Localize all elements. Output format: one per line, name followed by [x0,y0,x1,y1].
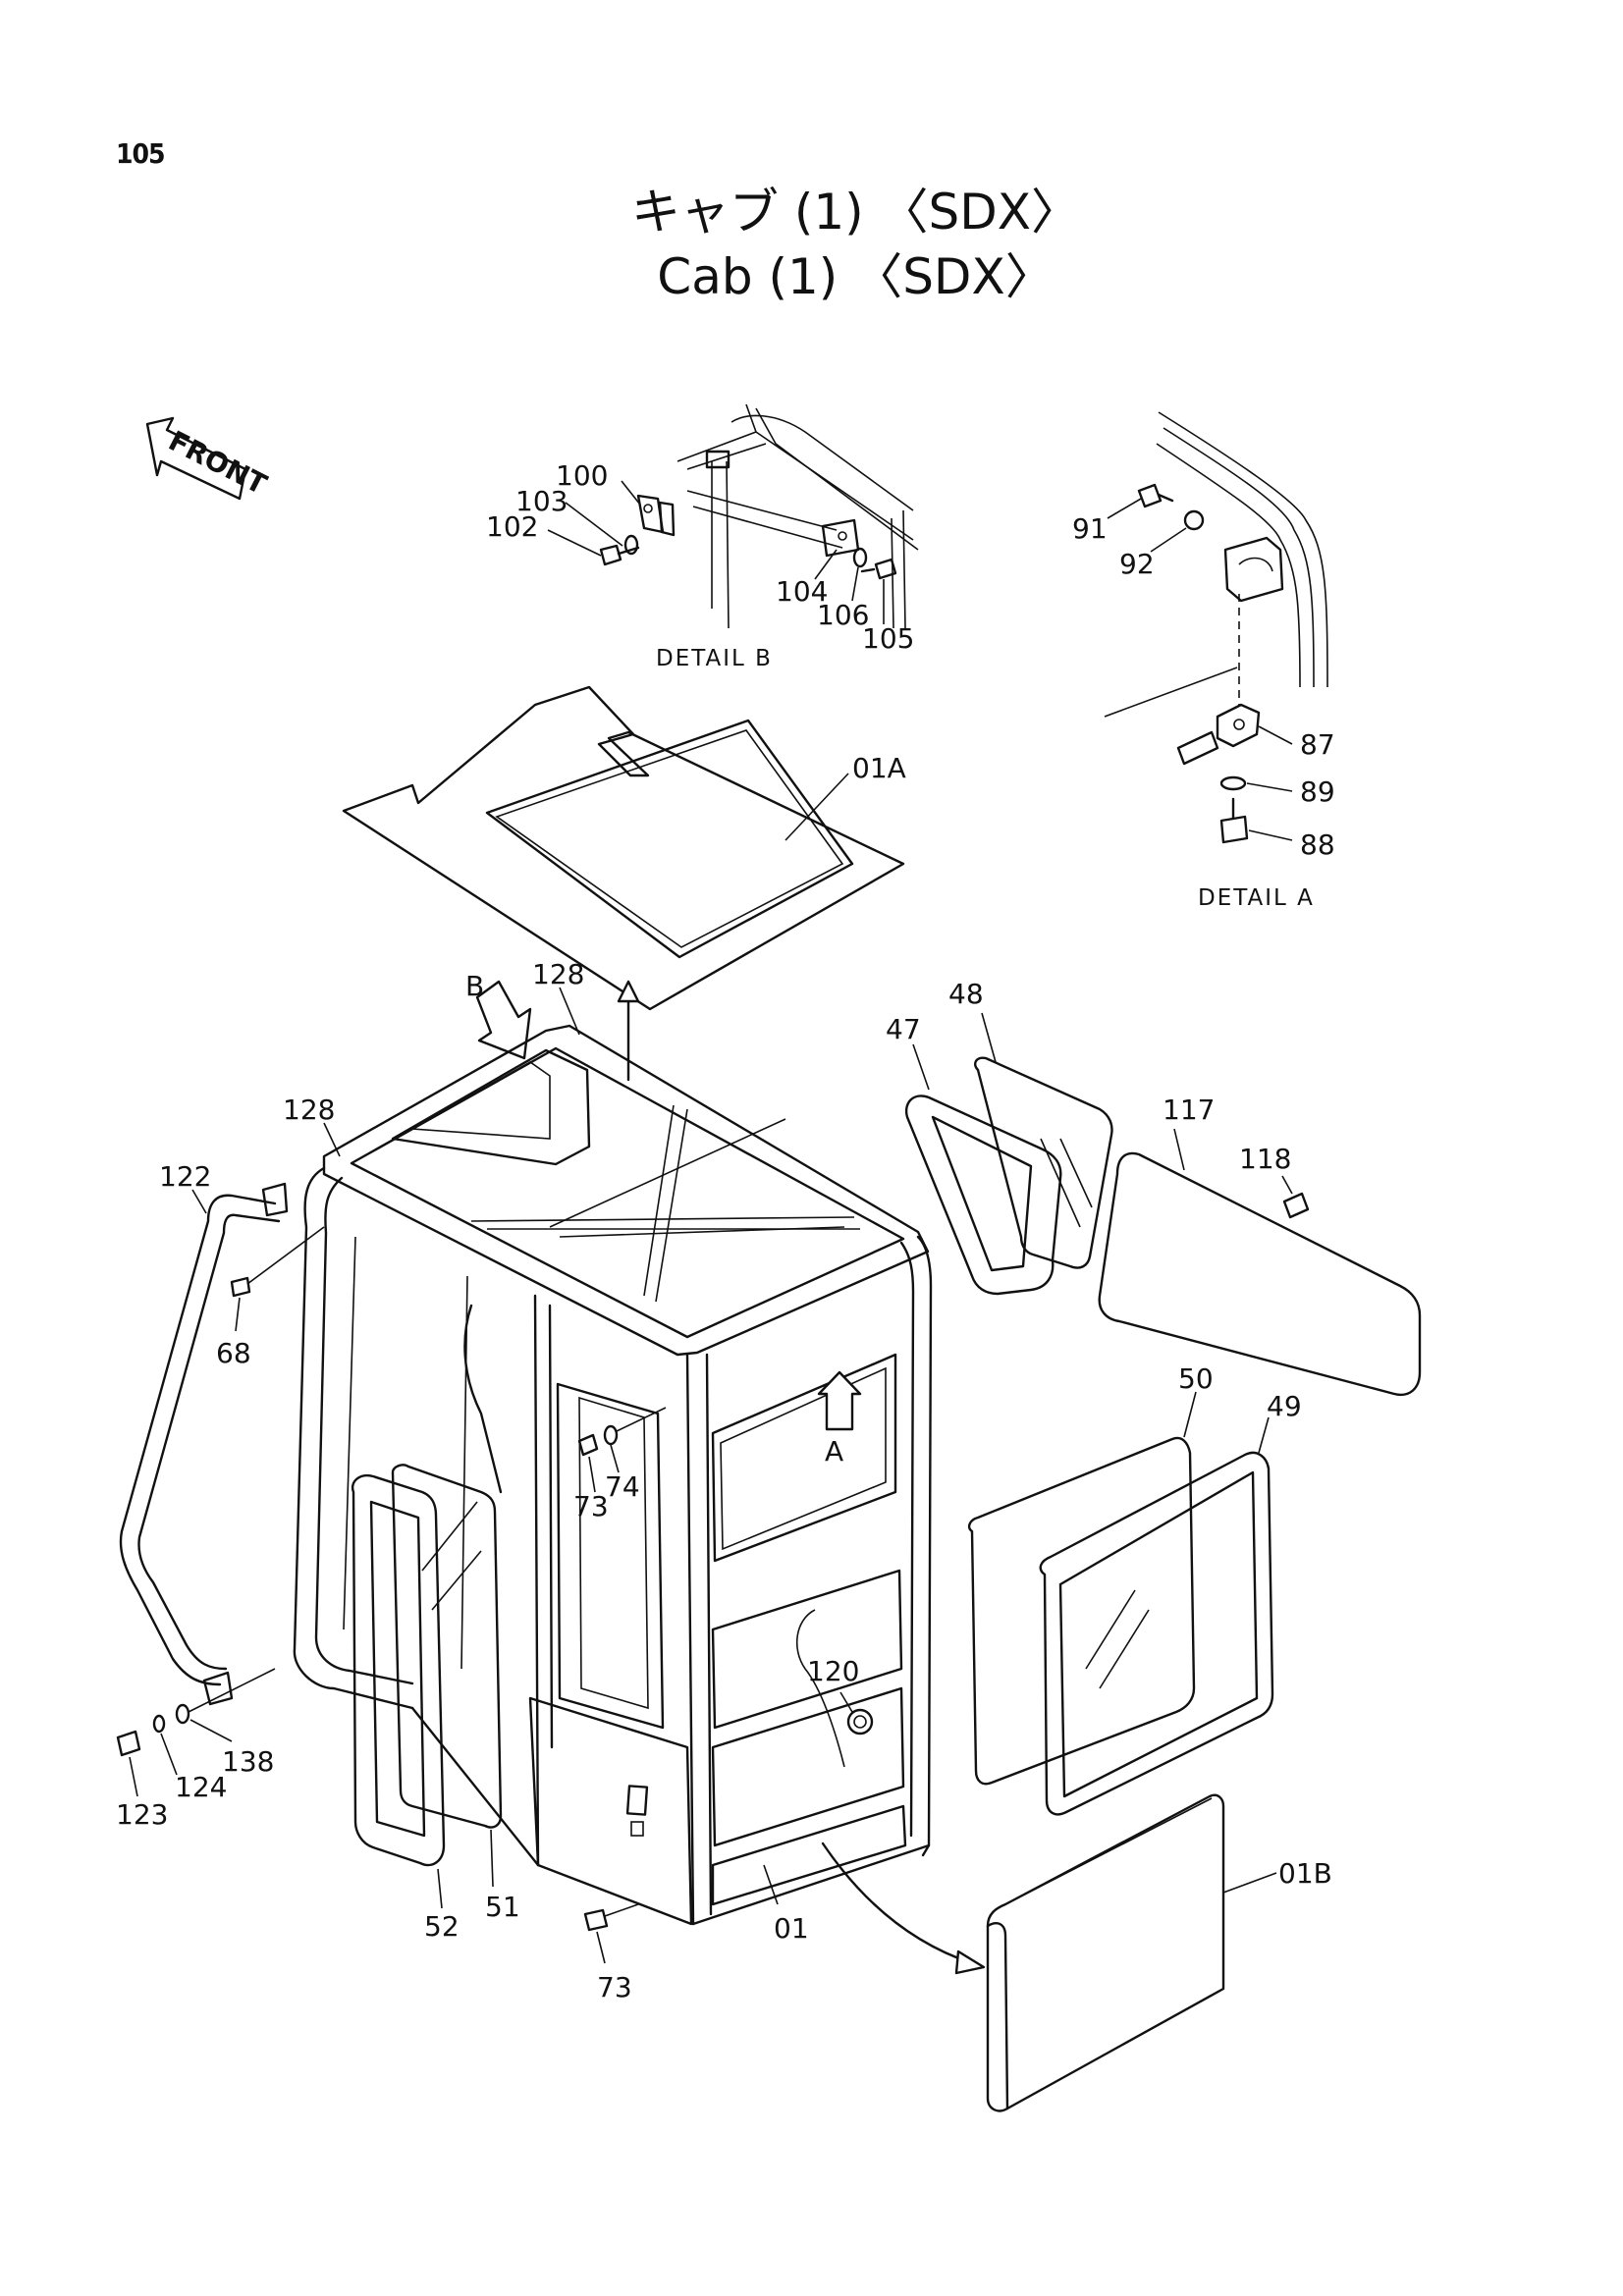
part-label-123: 123 [116,1798,168,1831]
part-label-118: 118 [1239,1143,1291,1175]
side-window-117: 117 118 [1098,1094,1422,1397]
part-label-50: 50 [1178,1362,1214,1395]
view-a-marker: A [825,1435,843,1468]
part-label-102: 102 [486,510,538,543]
part-label-124: 124 [175,1771,227,1803]
front-lower-glass-51-52: 52 51 [351,1464,520,1943]
part-label-92: 92 [1119,548,1155,580]
part-label-120: 120 [807,1655,859,1687]
part-label-47: 47 [886,1013,921,1045]
floor-board-01b: 01B [821,1793,1332,2112]
part-label-117: 117 [1163,1094,1215,1126]
title-japanese: キャブ (1) 〈SDX〉 [630,184,1081,240]
part-label-104: 104 [776,575,828,608]
detail-a-view: 91 92 87 89 88 DETAIL A [1072,411,1335,911]
part-label-73-upper: 73 [573,1490,609,1522]
part-label-68: 68 [216,1337,251,1369]
part-label-122: 122 [159,1160,211,1193]
part-label-87: 87 [1300,728,1335,761]
part-label-49: 49 [1267,1390,1302,1422]
part-label-48: 48 [948,978,984,1010]
part-label-01b: 01B [1278,1857,1332,1890]
part-label-106: 106 [817,599,869,631]
bolts-73-74: 73 74 73 [573,1407,667,2003]
part-label-52: 52 [424,1910,460,1943]
part-label-105: 105 [862,622,914,655]
handrail-122: 122 68 123 124 138 [116,1160,325,1831]
part-label-01: 01 [774,1912,809,1945]
cab-frame-01: A B 128 128 01 120 [283,958,933,1945]
view-b-marker: B [465,970,484,1002]
title-english: Cab (1) 〈SDX〉 [657,248,1055,305]
detail-b-view: 100 103 102 104 106 105 DETAIL B [486,403,919,671]
part-label-89: 89 [1300,775,1335,808]
side-window-47-48: 47 48 [886,978,1113,1296]
detail-b-label: DETAIL B [656,646,773,671]
page-number: 105 [116,137,166,170]
part-label-73-lower: 73 [597,1971,632,2003]
part-label-88: 88 [1300,828,1335,861]
front-arrow-icon: FRONT [145,416,272,501]
part-label-74: 74 [605,1470,640,1503]
part-label-01a: 01A [852,752,906,784]
part-label-103: 103 [515,485,568,517]
roof-panel-01a: 01A [342,685,906,1082]
part-label-138: 138 [222,1745,274,1778]
rear-window-49-50: 50 49 [967,1362,1302,1816]
part-label-128-left: 128 [283,1094,335,1126]
part-label-100: 100 [556,459,608,492]
part-label-51: 51 [485,1891,520,1923]
part-label-128-top: 128 [532,958,584,990]
part-label-91: 91 [1072,512,1108,545]
detail-a-label: DETAIL A [1198,885,1315,911]
